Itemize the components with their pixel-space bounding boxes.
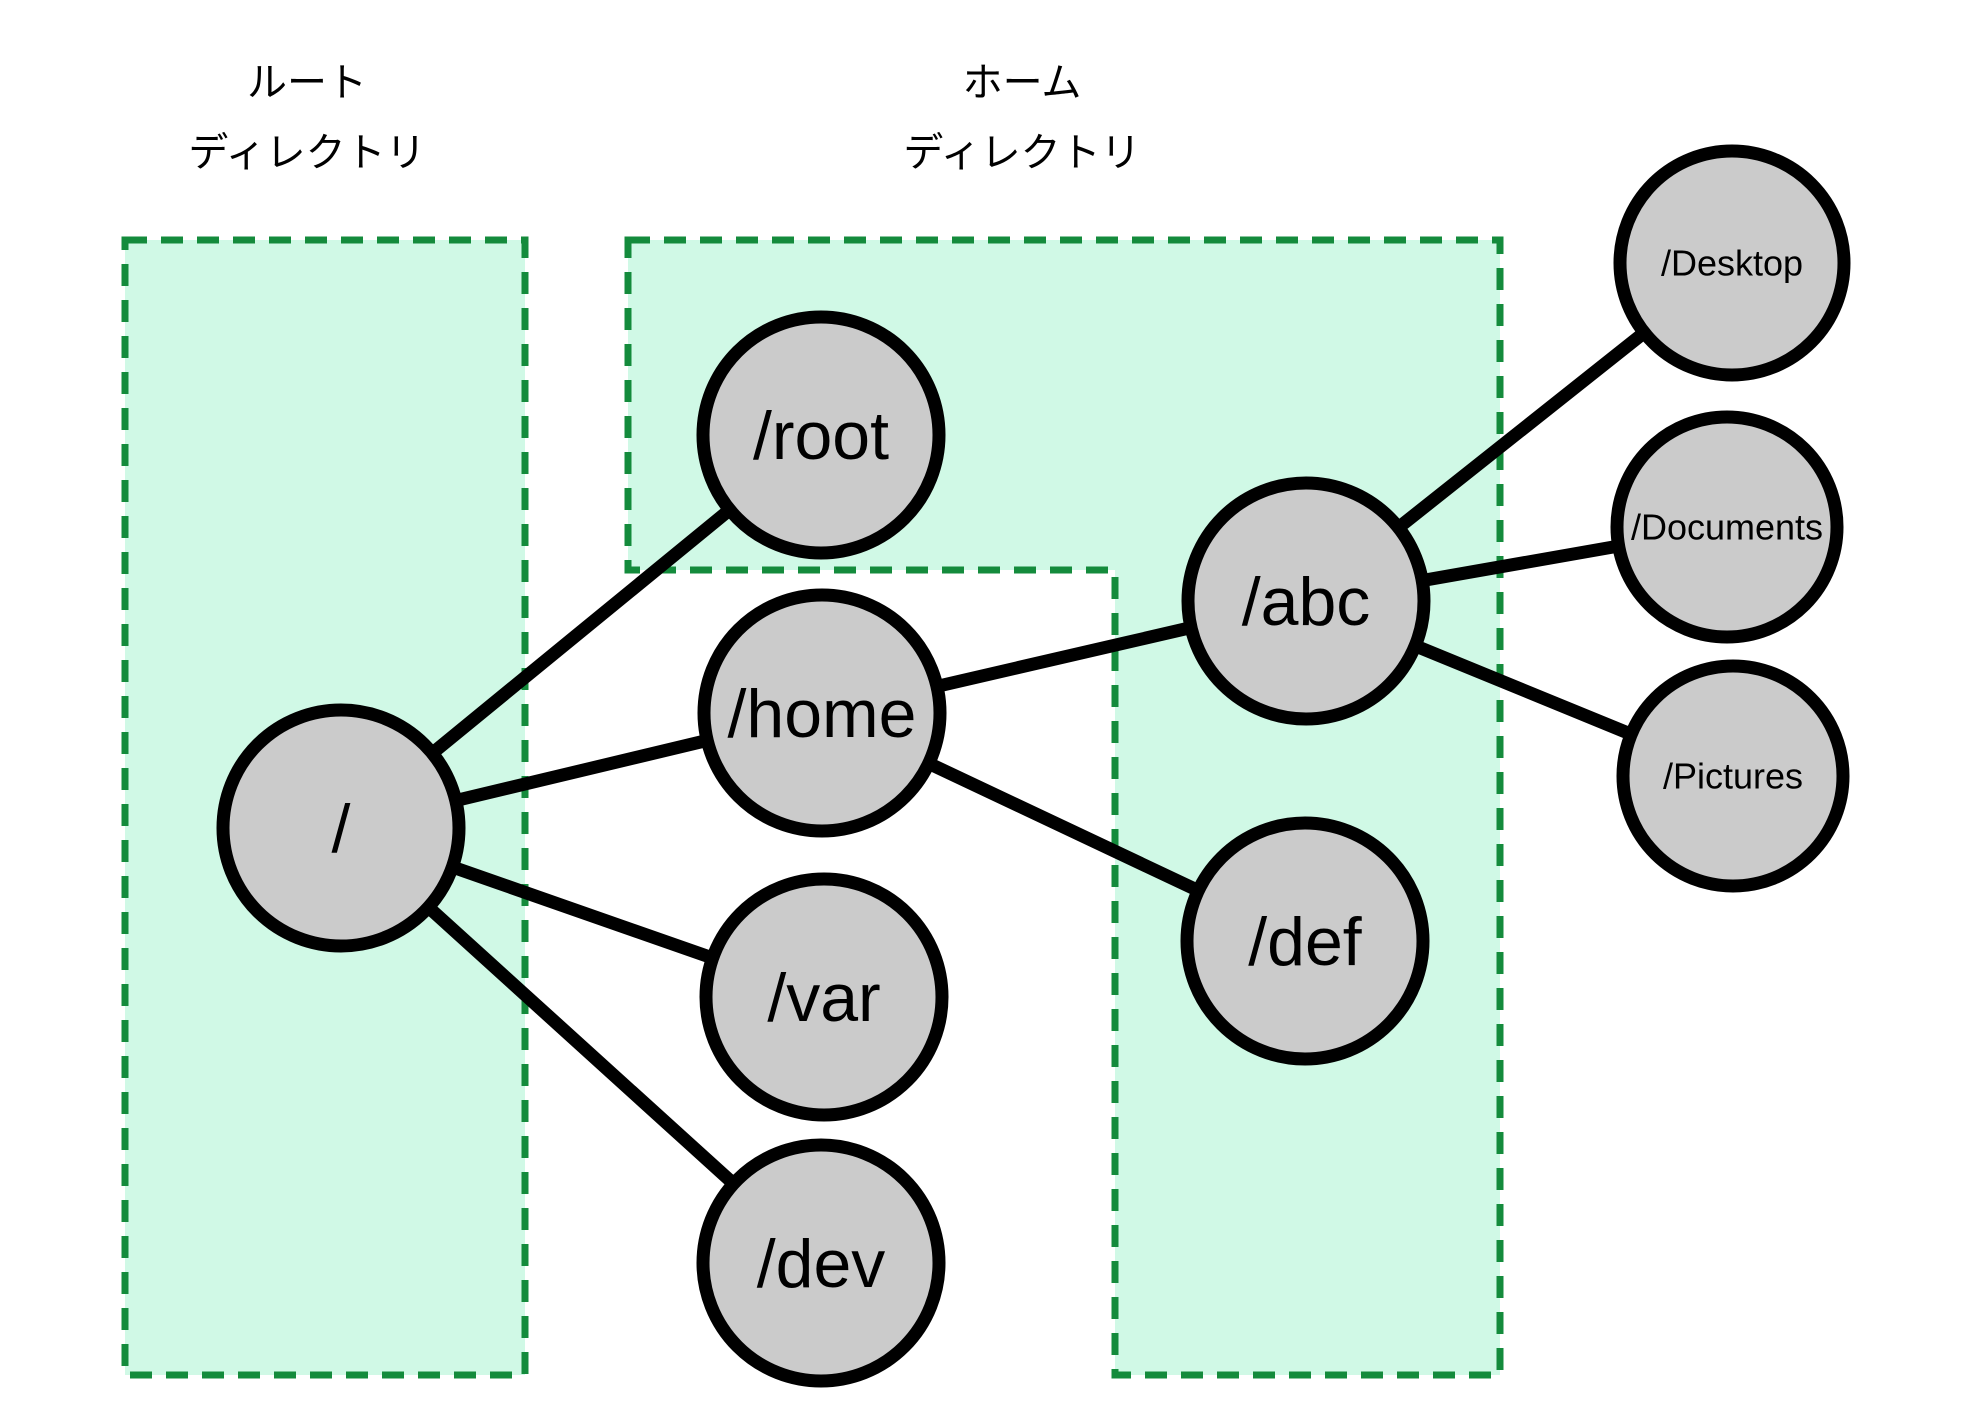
node-var-label: /var (767, 960, 880, 1036)
root-region-border (121, 236, 529, 1379)
home-region-label-line2: ディレクトリ (903, 131, 1140, 175)
node-abc: /abc (1181, 476, 1431, 726)
node-documents: /Documents (1610, 410, 1844, 644)
node-abc-circle (1181, 476, 1431, 726)
node-desktop: /Desktop (1613, 144, 1851, 382)
node-var: /var (699, 872, 949, 1122)
node-abc-label: /abc (1242, 564, 1371, 640)
root-region-label-line1: ルート (247, 61, 367, 105)
node-root-circle (216, 703, 466, 953)
node-dev: /dev (696, 1138, 946, 1388)
node-def: /def (1180, 816, 1430, 1066)
home-region-label-line1: ホーム (963, 61, 1082, 105)
node-root: / (216, 703, 466, 953)
node-root-dir-label: /root (753, 398, 889, 474)
node-desktop-label: /Desktop (1661, 243, 1803, 284)
node-pictures-circle (1616, 659, 1850, 893)
node-dev-label: /dev (757, 1226, 886, 1302)
node-dev-circle (696, 1138, 946, 1388)
node-def-circle (1180, 816, 1430, 1066)
home-region-border (624, 236, 1504, 1379)
node-documents-label: /Documents (1631, 507, 1823, 548)
node-root-dir: /root (696, 310, 946, 560)
node-home-label: /home (728, 676, 917, 752)
root-region-label-line2: ディレクトリ (188, 131, 425, 175)
node-documents-circle (1610, 410, 1844, 644)
node-pictures-label: /Pictures (1663, 756, 1803, 797)
node-home-circle (697, 588, 947, 838)
node-home: /home (697, 588, 947, 838)
node-pictures: /Pictures (1616, 659, 1850, 893)
node-root-label: / (332, 791, 351, 867)
node-root-dir-circle (696, 310, 946, 560)
node-var-circle (699, 872, 949, 1122)
node-def-label: /def (1248, 904, 1362, 980)
node-desktop-circle (1613, 144, 1851, 382)
